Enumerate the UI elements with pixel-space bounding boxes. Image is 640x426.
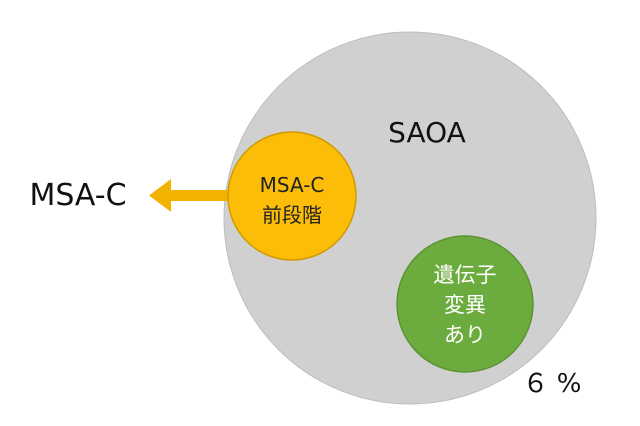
precursor-label-line-1: MSA-C xyxy=(260,173,325,197)
left-arrow xyxy=(149,179,232,212)
precursor-label-line-2: 前段階 xyxy=(262,203,322,227)
gene-mutation-circle xyxy=(396,235,534,373)
mutation-label-line-1: 遺伝子 xyxy=(434,263,497,287)
msa-c-label: MSA-C xyxy=(29,178,126,213)
mutation-label-line-2: 変異 xyxy=(444,293,486,317)
msa-c-precursor-circle xyxy=(227,131,357,261)
mutation-label-line-3: あり xyxy=(444,323,486,347)
percent-label: ６ % xyxy=(523,369,582,399)
saoa-label: SAOA xyxy=(388,116,466,149)
